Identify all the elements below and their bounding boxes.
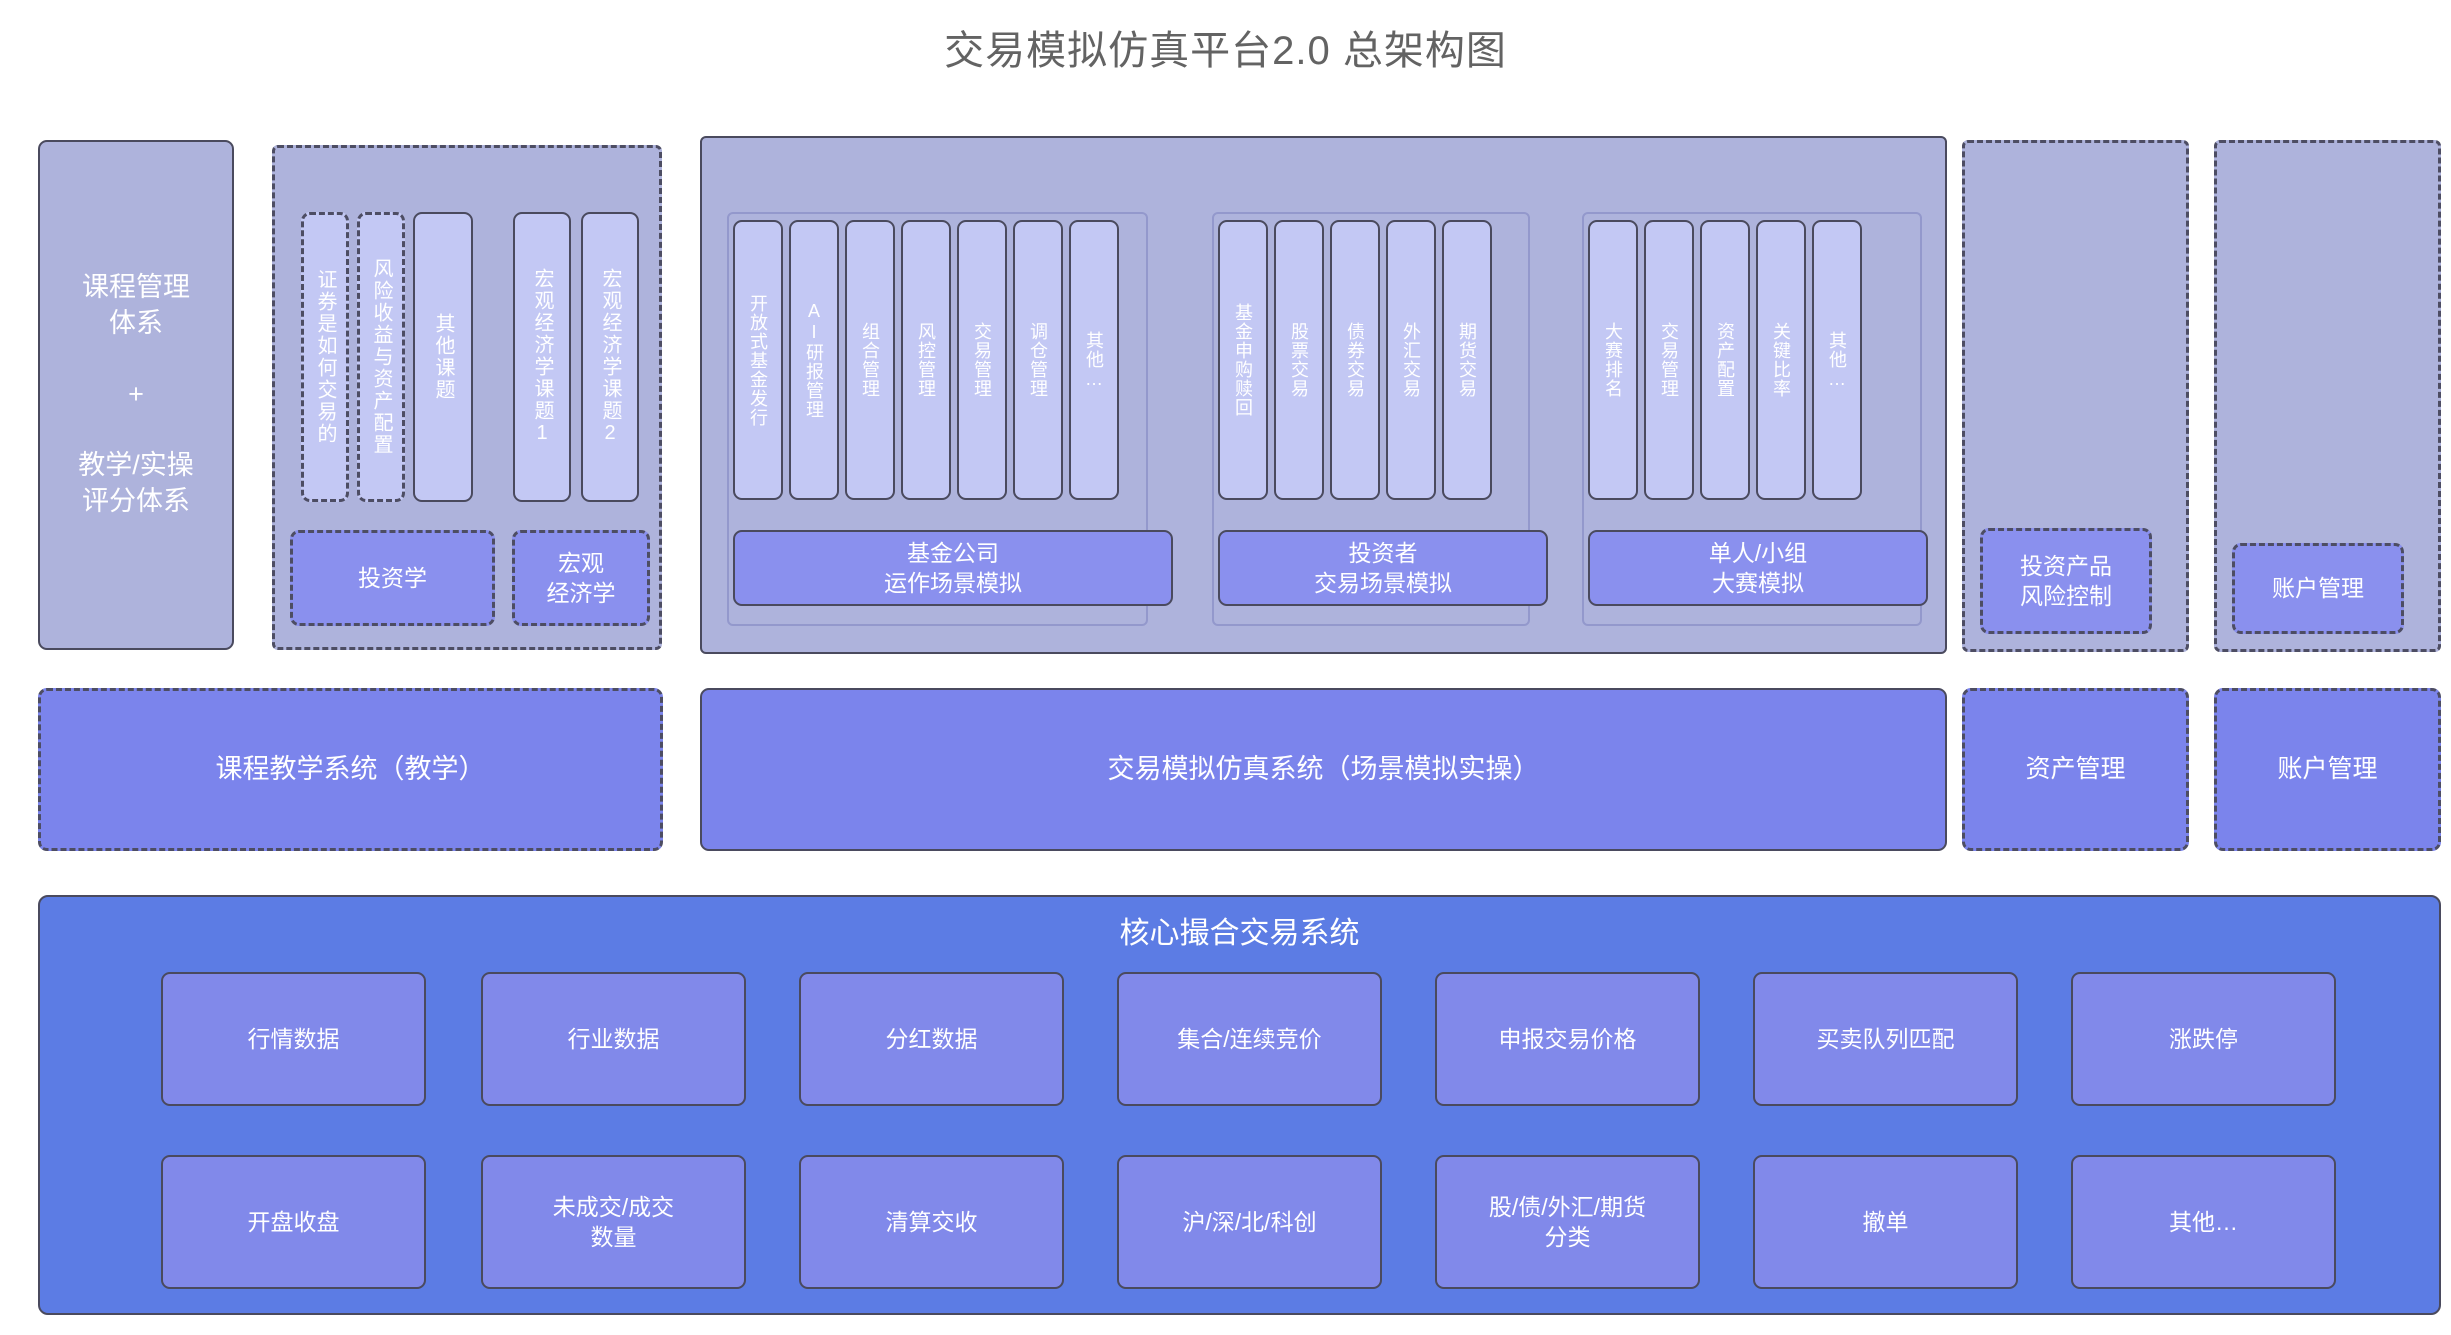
- system-band-course-teaching[interactable]: 课程教学系统（教学）: [38, 688, 663, 851]
- course-topic-vertical-4[interactable]: 宏观经济学课题2: [581, 212, 639, 502]
- sim-item-label: 外汇交易: [1401, 322, 1421, 398]
- sim-item-contest-rank[interactable]: 大赛排名: [1588, 220, 1638, 500]
- course-topic-label: 宏观经济学课题1: [531, 268, 553, 446]
- sim-item-label: 风控管理: [916, 322, 936, 398]
- sim-item-asset-alloc[interactable]: 资产配置: [1700, 220, 1750, 500]
- sim-item-label: 股票交易: [1289, 322, 1309, 398]
- core-cell-other[interactable]: 其他…: [2071, 1155, 2336, 1289]
- core-cell-auction[interactable]: 集合/连续竞价: [1117, 972, 1382, 1106]
- course-topic-vertical-3[interactable]: 宏观经济学课题1: [513, 212, 571, 502]
- course-management-system-box[interactable]: 课程管理 体系 + 教学/实操 评分体系: [38, 140, 234, 650]
- core-cell-dividend-data[interactable]: 分红数据: [799, 972, 1064, 1106]
- page-title: 交易模拟仿真平台2.0 总架构图: [944, 29, 1507, 73]
- course-topic-footer-1[interactable]: 宏观 经济学: [512, 530, 650, 626]
- sim-item-label: 组合管理: [860, 322, 880, 398]
- sim-item-label: 大赛排名: [1603, 322, 1623, 398]
- course-topic-label: 其他课题: [432, 313, 454, 401]
- sim-item-other-2[interactable]: 其他…: [1812, 220, 1862, 500]
- simulation-group-0-footer[interactable]: 基金公司 运作场景模拟: [733, 530, 1173, 606]
- sim-item-portfolio[interactable]: 组合管理: [845, 220, 895, 500]
- sim-item-fx-trade[interactable]: 外汇交易: [1386, 220, 1436, 500]
- core-cell-price-limit[interactable]: 涨跌停: [2071, 972, 2336, 1106]
- course-topic-label: 宏观经济学课题2: [599, 268, 621, 446]
- sim-item-futures-trade[interactable]: 期货交易: [1442, 220, 1492, 500]
- sim-item-fund-issue[interactable]: 开放式基金发行: [733, 220, 783, 500]
- sim-item-bond-trade[interactable]: 债券交易: [1330, 220, 1380, 500]
- simulation-group-2-footer[interactable]: 单人/小组 大赛模拟: [1588, 530, 1928, 606]
- core-cell-cancel-order[interactable]: 撤单: [1753, 1155, 2018, 1289]
- core-cell-instrument-classes[interactable]: 股/债/外汇/期货 分类: [1435, 1155, 1700, 1289]
- sim-item-stock-trade[interactable]: 股票交易: [1274, 220, 1324, 500]
- core-cell-clearing-settlement[interactable]: 清算交收: [799, 1155, 1064, 1289]
- account-management-box[interactable]: 账户管理: [2232, 543, 2404, 634]
- sim-item-trade-mgmt[interactable]: 交易管理: [957, 220, 1007, 500]
- course-topic-vertical-1[interactable]: 风险收益与资产配置: [357, 212, 405, 502]
- course-topic-vertical-0[interactable]: 证券是如何交易的: [301, 212, 349, 502]
- simulation-group-1-footer[interactable]: 投资者 交易场景模拟: [1218, 530, 1548, 606]
- sim-item-label: 交易管理: [972, 322, 992, 398]
- course-topic-label: 风险收益与资产配置: [370, 258, 392, 456]
- sim-item-label: 其他…: [1827, 330, 1847, 390]
- core-cell-order-queue-match[interactable]: 买卖队列匹配: [1753, 972, 2018, 1106]
- sim-item-risk-control[interactable]: 风控管理: [901, 220, 951, 500]
- sim-item-label: 关键比率: [1771, 322, 1791, 398]
- core-cell-exchange-boards[interactable]: 沪/深/北/科创: [1117, 1155, 1382, 1289]
- system-band-account-management[interactable]: 账户管理: [2214, 688, 2441, 851]
- investment-product-risk-control-box[interactable]: 投资产品 风险控制: [1980, 528, 2152, 634]
- sim-item-other-0[interactable]: 其他…: [1069, 220, 1119, 500]
- sim-item-fund-subscribe[interactable]: 基金申购赎回: [1218, 220, 1268, 500]
- sim-item-label: 期货交易: [1457, 322, 1477, 398]
- sim-item-label: 债券交易: [1345, 322, 1365, 398]
- course-topic-vertical-2[interactable]: 其他课题: [413, 212, 473, 502]
- system-band-trading-simulation[interactable]: 交易模拟仿真系统（场景模拟实操）: [700, 688, 1947, 851]
- core-cell-declared-price[interactable]: 申报交易价格: [1435, 972, 1700, 1106]
- sim-item-label: 资产配置: [1715, 322, 1735, 398]
- sim-item-trade-mgmt-2[interactable]: 交易管理: [1644, 220, 1694, 500]
- course-topic-label: 证券是如何交易的: [314, 269, 336, 445]
- sim-item-rebalance[interactable]: 调仓管理: [1013, 220, 1063, 500]
- core-matching-system-title: 核心撮合交易系统: [1119, 917, 1360, 950]
- sim-item-label: 开放式基金发行: [748, 293, 768, 427]
- sim-item-label: AI研报管理: [804, 301, 824, 419]
- sim-item-key-ratio[interactable]: 关键比率: [1756, 220, 1806, 500]
- sim-item-label: 交易管理: [1659, 322, 1679, 398]
- sim-item-label: 其他…: [1084, 330, 1104, 390]
- core-cell-filled-unfilled-qty[interactable]: 未成交/成交 数量: [481, 1155, 746, 1289]
- sim-item-label: 调仓管理: [1028, 322, 1048, 398]
- sim-item-ai-report[interactable]: AI研报管理: [789, 220, 839, 500]
- core-cell-industry-data[interactable]: 行业数据: [481, 972, 746, 1106]
- system-band-asset-management[interactable]: 资产管理: [1962, 688, 2189, 851]
- sim-item-label: 基金申购赎回: [1233, 303, 1253, 417]
- course-topic-footer-0[interactable]: 投资学: [290, 530, 495, 626]
- core-cell-market-data[interactable]: 行情数据: [161, 972, 426, 1106]
- core-cell-open-close[interactable]: 开盘收盘: [161, 1155, 426, 1289]
